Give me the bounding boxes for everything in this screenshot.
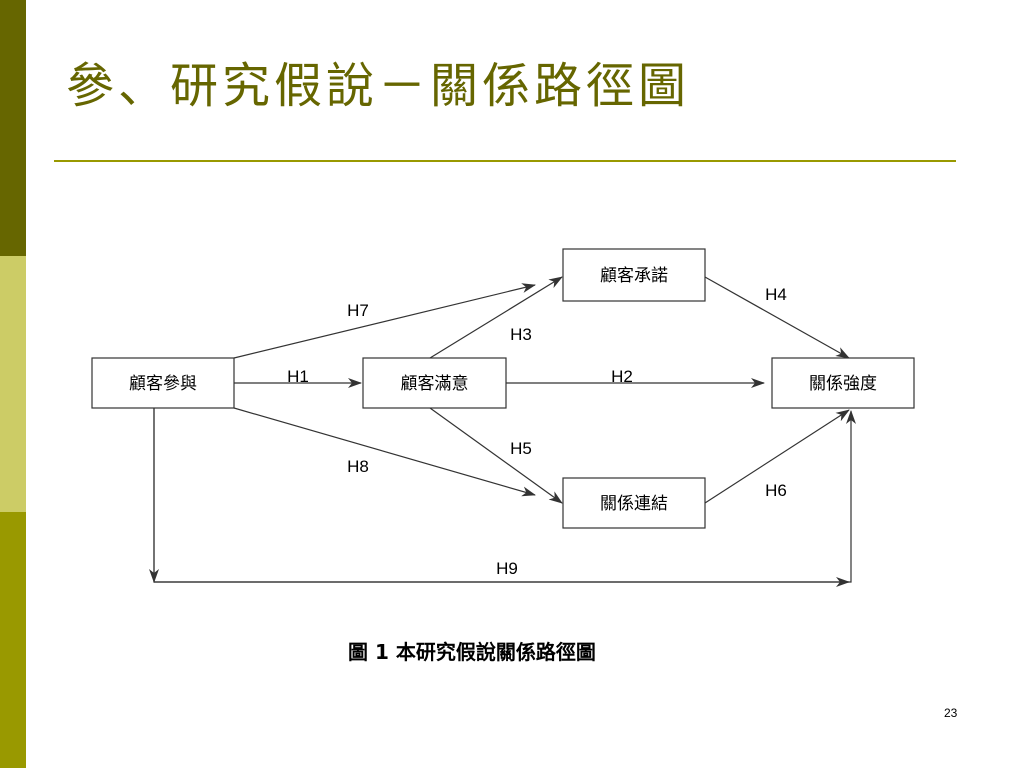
node-label: 顧客承諾 [600,266,668,286]
edge-label-h7: H7 [347,301,369,320]
edge-h5-arrow [429,407,563,504]
edge-label-h6: H6 [765,481,787,500]
sidebar-stripe [0,0,26,768]
node-participation: 顧客參與 [91,357,235,409]
edge-label-h8: H8 [347,457,369,476]
sidebar-stripe-dark [0,0,26,256]
node-box [91,357,235,409]
node-commitment: 顧客承諾 [562,248,706,302]
node-bond: 關係連結 [562,477,706,529]
edge-h8-arrow [233,407,536,497]
sidebar-stripe-light [0,256,26,512]
edge-label-h4: H4 [765,285,787,304]
figure-caption: 圖 1 本研究假說關係路徑圖 [348,640,596,664]
sidebar-stripe-mid [0,512,26,768]
node-label: 顧客參與 [129,374,197,394]
edge-label-h5: H5 [510,439,532,458]
node-box [562,477,706,529]
edge-h3-arrow [429,276,563,359]
slide-title: 參、研究假說－關係路徑圖 [66,58,691,114]
node-satisfaction: 顧客滿意 [362,357,507,409]
edge-h9-arrow [153,408,856,583]
node-label: 顧客滿意 [401,374,469,394]
page-number: 23 [944,706,958,720]
edge-h7-arrow [233,283,536,359]
edge-h6-arrow [704,409,850,504]
node-strength: 關係強度 [771,357,915,409]
node-label: 關係連結 [600,494,668,514]
node-box [362,357,507,409]
edge-label-h1: H1 [287,367,309,386]
edge-label-h9: H9 [496,559,518,578]
edge-label-h3: H3 [510,325,532,344]
edge-h4-arrow [704,276,850,359]
node-box [771,357,915,409]
edge-label-h2: H2 [611,367,633,386]
title-divider [54,160,956,162]
node-box [562,248,706,302]
node-label: 關係強度 [809,374,877,394]
